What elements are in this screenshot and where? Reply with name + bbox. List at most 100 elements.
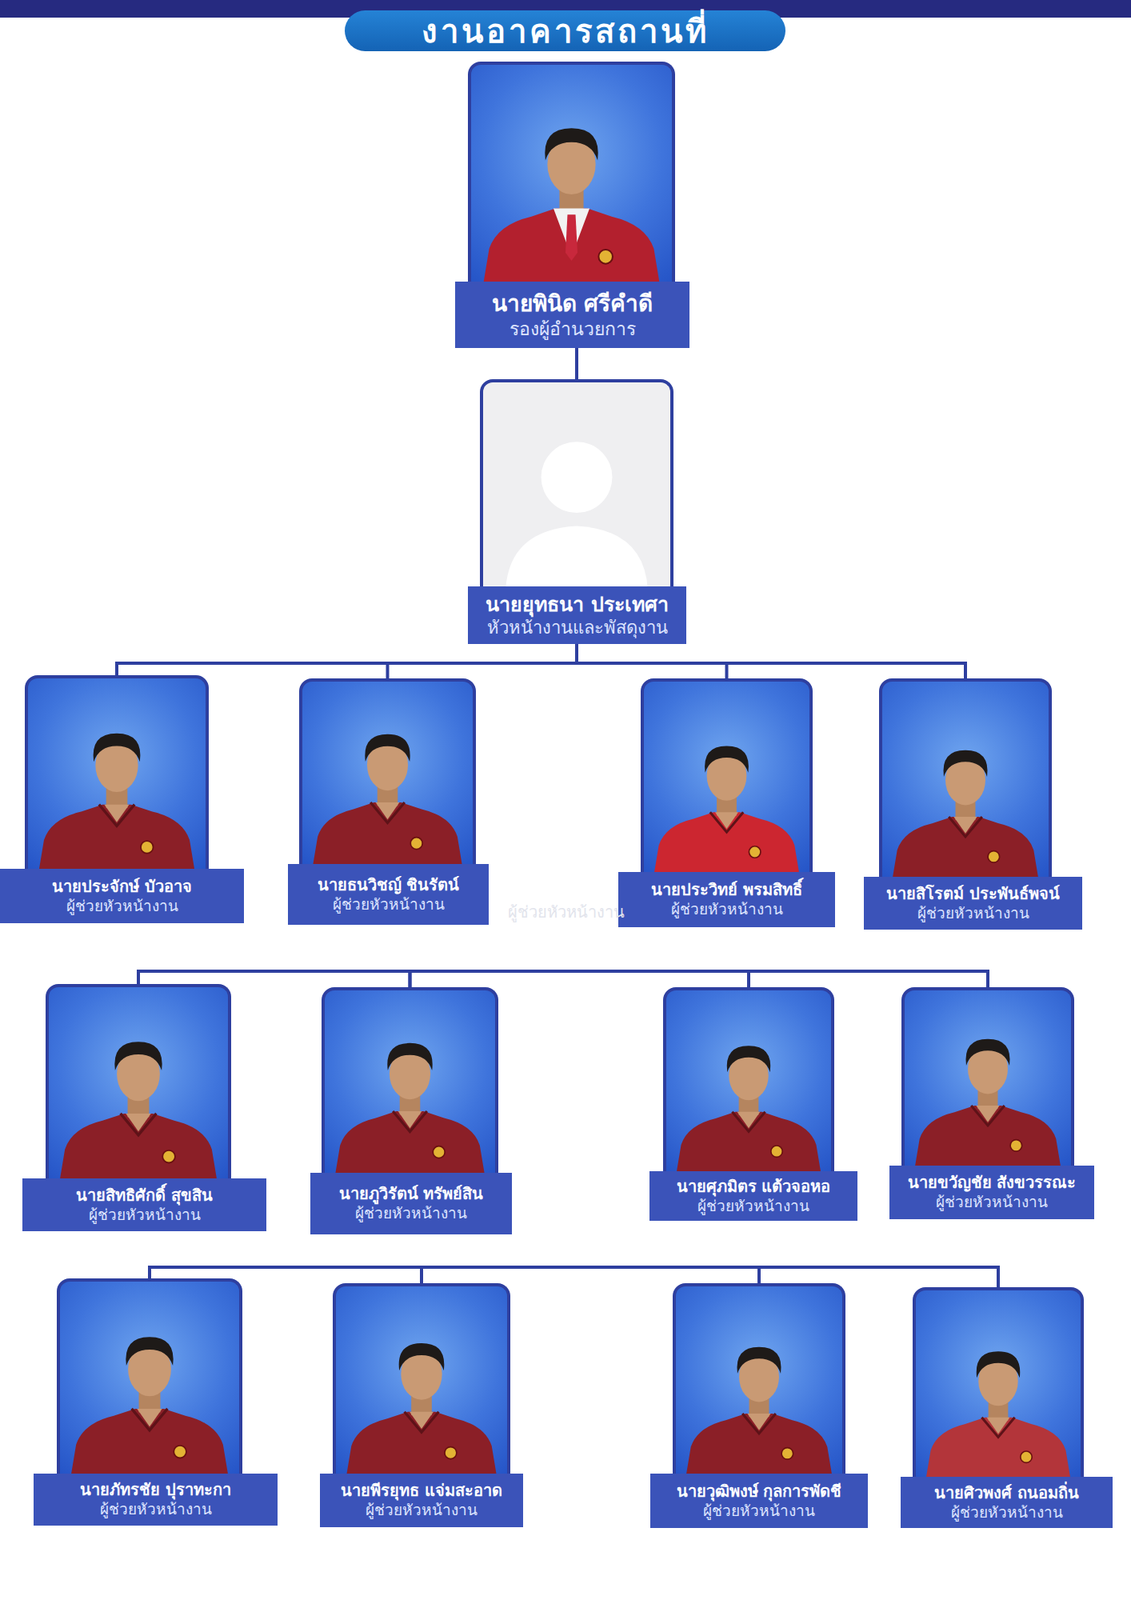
person-role: ผู้ช่วยหัวหน้างาน xyxy=(365,1500,478,1520)
person-role: ผู้ช่วยหัวหน้างาน xyxy=(697,1196,810,1216)
name-label: นายยุทธนา ประเทศาหัวหน้างานและพัสดุงาน xyxy=(467,586,687,644)
person-photo xyxy=(882,681,1049,880)
school-emblem xyxy=(781,1447,794,1460)
person-collar-line xyxy=(971,1105,1005,1126)
person-hair xyxy=(943,750,988,777)
photo-frame xyxy=(332,1282,511,1477)
photo-frame xyxy=(879,678,1052,880)
person-hair xyxy=(114,1041,162,1071)
org-connector xyxy=(575,347,579,380)
person-name: นายพีรยุทธ แจ่มสะอาด xyxy=(340,1480,503,1501)
photo-frame xyxy=(45,983,232,1182)
person-body xyxy=(335,1111,485,1176)
person-hair xyxy=(93,733,141,763)
person-role: ผู้ช่วยหัวหน้างาน xyxy=(332,895,445,915)
school-emblem xyxy=(1010,1139,1023,1152)
photo-frame xyxy=(640,678,813,876)
person-hair xyxy=(704,746,749,773)
person-role: ผู้ช่วยหัวหน้างาน xyxy=(99,1499,212,1519)
person-photo xyxy=(59,1281,240,1477)
person-hair xyxy=(364,734,410,762)
person-role: ผู้ช่วยหัวหน้างาน xyxy=(671,899,784,920)
person-photo xyxy=(48,987,228,1182)
person-hair xyxy=(965,1039,1010,1066)
person-hair xyxy=(387,1043,432,1071)
name-label: นายศุภมิตร แต้วจอหอผู้ช่วยหัวหน้างาน xyxy=(649,1170,858,1221)
photo-frame xyxy=(299,678,476,868)
photo-frame xyxy=(901,987,1075,1169)
photo-frame xyxy=(479,379,674,590)
person-body xyxy=(70,1408,228,1477)
name-label: นายศิวพงศ์ ถนอมถิ่นผู้ช่วยหัวหน้างาน xyxy=(900,1476,1113,1528)
school-emblem xyxy=(432,1146,445,1159)
person-name: นายวุฒิพงษ์ กุลการพัดชี xyxy=(676,1481,843,1502)
org-connector xyxy=(410,971,750,988)
photo-frame xyxy=(56,1278,243,1477)
placeholder-body xyxy=(505,525,648,590)
photo-frame xyxy=(672,1282,846,1477)
person-photo xyxy=(483,382,671,590)
school-emblem xyxy=(748,846,760,858)
person-body xyxy=(346,1411,497,1477)
school-emblem xyxy=(1020,1450,1032,1463)
person-photo xyxy=(471,64,672,285)
faint-watermark: ผู้ช่วยหัวหน้างาน xyxy=(507,899,625,925)
person-body xyxy=(925,1417,1071,1480)
name-label: นายภัทรชัย ปุราทะกาผู้ช่วยหัวหน้างาน xyxy=(33,1473,278,1526)
person-role: ผู้ช่วยหัวหน้างาน xyxy=(66,896,179,916)
photo-frame xyxy=(663,987,835,1175)
name-label: นายขวัญชัย สังขวรรณะผู้ช่วยหัวหน้างาน xyxy=(889,1165,1095,1219)
person-collar-line xyxy=(120,1113,157,1135)
photo-frame xyxy=(24,675,209,872)
person-collar-line xyxy=(404,1411,440,1433)
school-emblem xyxy=(140,840,154,854)
name-label: นายวุฒิพงษ์ กุลการพัดชีผู้ช่วยหัวหน้างาน xyxy=(650,1473,868,1528)
person-role: รองผู้อำนวยการ xyxy=(509,317,636,341)
person-body xyxy=(38,804,195,872)
person-photo xyxy=(915,1290,1081,1480)
person-body xyxy=(675,1111,821,1175)
person-tie xyxy=(565,214,578,261)
person-role: ผู้ช่วยหัวหน้างาน xyxy=(703,1501,816,1521)
school-emblem xyxy=(598,249,613,264)
name-label: นายประวิทย์ พรมสิทธิ์ผู้ช่วยหัวหน้างาน xyxy=(618,871,836,928)
name-label: นายพินิด ศรีคำดีรองผู้อำนวยการ xyxy=(455,281,690,348)
title-pill: งานอาคารสถานที่ xyxy=(344,10,786,52)
person-photo xyxy=(324,990,496,1176)
person-name: นายสิโรตม์ ประพันธ์พจน์ xyxy=(886,883,1060,904)
person-body xyxy=(312,802,463,868)
person-photo xyxy=(643,681,810,876)
person-hair xyxy=(736,1346,781,1374)
person-collar-line xyxy=(742,1413,776,1434)
person-name: นายภูวิรัตน์ ทรัพย์สิน xyxy=(339,1183,484,1204)
person-name: นายยุทธนา ประเทศา xyxy=(485,591,669,617)
person-photo xyxy=(666,990,832,1175)
person-body xyxy=(914,1105,1061,1169)
org-connector xyxy=(387,643,578,679)
photo-frame xyxy=(321,987,499,1176)
person-collar-line xyxy=(392,1111,428,1132)
person-role: ผู้ช่วยหัวหน้างาน xyxy=(951,1502,1064,1523)
person-collar-line xyxy=(131,1408,168,1431)
person-photo xyxy=(27,678,206,872)
school-emblem xyxy=(771,1145,783,1157)
person-photo xyxy=(335,1286,508,1477)
name-label: นายพีรยุทธ แจ่มสะอาดผู้ช่วยหัวหน้างาน xyxy=(319,1473,524,1527)
person-photo xyxy=(904,990,1072,1169)
person-collar-line xyxy=(99,804,135,827)
person-body xyxy=(59,1113,217,1182)
person-hair xyxy=(976,1350,1021,1378)
name-label: นายธนวิชญ์ ชินรัตน์ผู้ช่วยหัวหน้างาน xyxy=(287,863,489,925)
person-name: นายพินิด ศรีคำดี xyxy=(491,289,654,318)
person-body xyxy=(653,811,800,876)
org-connector xyxy=(421,1266,760,1283)
person-role: ผู้ช่วยหัวหน้างาน xyxy=(88,1205,201,1225)
person-collar-line xyxy=(370,802,405,824)
org-connector xyxy=(116,643,577,676)
school-emblem xyxy=(162,1150,176,1163)
person-name: นายประวิทย์ พรมสิทธิ์ xyxy=(651,879,803,900)
org-connector xyxy=(576,643,728,679)
org-connector xyxy=(748,971,988,988)
person-role: ผู้ช่วยหัวหน้างาน xyxy=(917,903,1030,924)
person-body xyxy=(483,208,660,285)
